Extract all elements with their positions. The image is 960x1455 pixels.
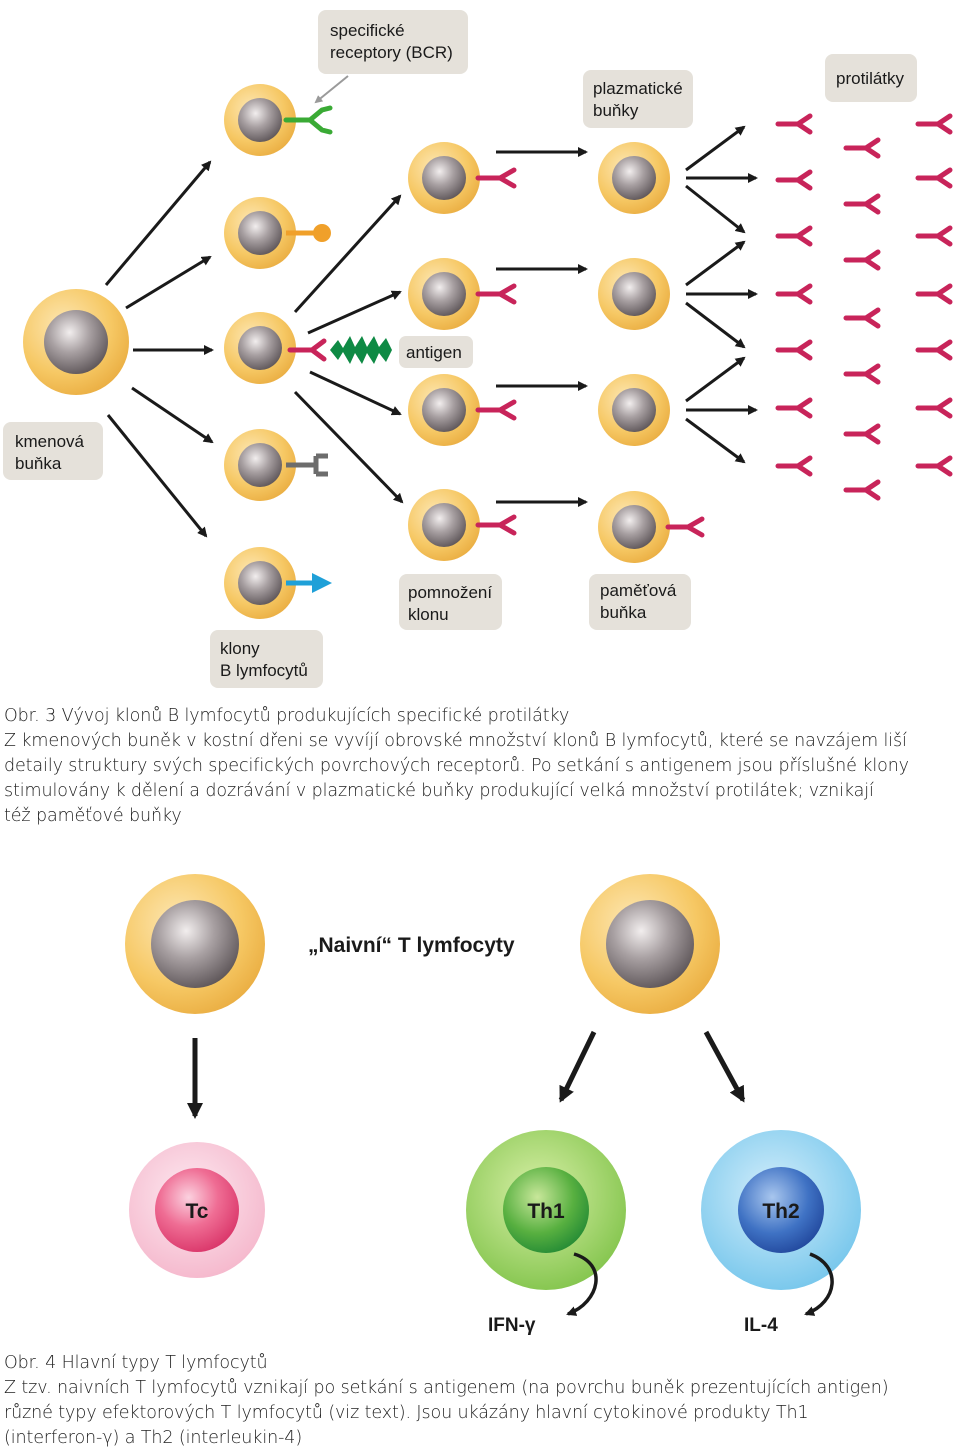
label-expansion: pomnožení klonu bbox=[399, 574, 502, 630]
figure-4-caption-title: Obr. 4 Hlavní typy T lymfocytů bbox=[4, 1353, 268, 1373]
label-antigen: antigen bbox=[399, 336, 473, 368]
figure-3-caption-title: Obr. 3 Vývoj klonů B lymfocytů produkují… bbox=[4, 706, 570, 726]
plasma-cells bbox=[598, 142, 670, 446]
activation-arrows bbox=[293, 194, 404, 504]
figure-3-caption-line: Z kmenových buněk v kostní dřeni se vyví… bbox=[4, 731, 907, 751]
figure-4-caption-line: Z tzv. naivních T lymfocytů vznikají po … bbox=[4, 1378, 889, 1398]
label-stem-cell: kmenová buňka bbox=[3, 422, 103, 480]
label-expansion-line2: klonu bbox=[408, 605, 449, 624]
label-bcr-line1: specifické bbox=[330, 21, 405, 40]
t-cell-arrows bbox=[187, 1030, 746, 1119]
figure-3-caption-line: detaily struktury svých specifických pov… bbox=[4, 756, 909, 776]
figure-4-caption-line: různé typy efektorových T lymfocytů (viz… bbox=[4, 1403, 809, 1423]
differentiation-arrows bbox=[496, 147, 588, 507]
figure-3-caption: Obr. 3 Vývoj klonů B lymfocytů produkují… bbox=[4, 704, 956, 829]
figure-4-caption: Obr. 4 Hlavní typy T lymfocytů Z tzv. na… bbox=[4, 1351, 956, 1451]
figure-4-caption-line: (interferon-γ) a Th2 (interleukin-4) bbox=[4, 1428, 303, 1448]
th2-cell: Th2 bbox=[701, 1130, 861, 1290]
label-bcr-line2: receptory (BCR) bbox=[330, 43, 453, 62]
label-memory-cell: paměťová buňka bbox=[589, 574, 691, 630]
clone-cell-green bbox=[224, 84, 333, 156]
tc-label: Tc bbox=[186, 1200, 209, 1223]
label-stem-line2: buňka bbox=[15, 454, 62, 473]
label-stem-line1: kmenová bbox=[15, 432, 85, 451]
label-clones-line2: B lymfocytů bbox=[220, 661, 308, 680]
ifn-gamma-label: IFN-γ bbox=[488, 1315, 536, 1336]
label-plasma-line1: plazmatické bbox=[593, 79, 683, 98]
label-bcr: specifické receptory (BCR) bbox=[318, 10, 468, 74]
figure-4-t-cell-types: „Naivní“ T lymfocyty Tc Th1 Th2 IFN-γ IL… bbox=[125, 874, 861, 1336]
antibodies-column-1 bbox=[778, 116, 810, 474]
cytokine-arrows bbox=[566, 1252, 834, 1316]
antibodies-column-3 bbox=[918, 116, 950, 474]
th1-cell: Th1 bbox=[466, 1130, 626, 1290]
antibodies-column-2 bbox=[846, 140, 878, 498]
label-expansion-line1: pomnožení bbox=[408, 583, 492, 602]
th2-label: Th2 bbox=[762, 1200, 799, 1223]
clone-cell-red bbox=[224, 312, 327, 384]
naive-t-cell-left bbox=[125, 874, 265, 1014]
figure-3-caption-line: též paměťové buňky bbox=[4, 806, 182, 826]
antigen-shape bbox=[330, 336, 392, 364]
stem-to-clone-arrows bbox=[104, 160, 214, 538]
label-antibodies: protilátky bbox=[825, 54, 917, 102]
tc-cell: Tc bbox=[129, 1142, 265, 1278]
stem-cell bbox=[23, 289, 129, 395]
label-plasma-cells: plazmatické buňky bbox=[583, 70, 693, 128]
naive-t-cells-title: „Naivní“ T lymfocyty bbox=[308, 934, 515, 957]
il4-label: IL-4 bbox=[744, 1315, 778, 1336]
clone-cell-orange bbox=[224, 197, 331, 269]
label-memory-line1: paměťová bbox=[600, 581, 677, 600]
expanded-clone-cells bbox=[408, 142, 517, 561]
bcr-pointer-arrow bbox=[314, 75, 349, 104]
memory-cell bbox=[598, 491, 705, 563]
clone-cell-blue bbox=[224, 547, 332, 619]
figure-3-caption-line: stimulovány k dělení a dozrávání v plazm… bbox=[4, 781, 874, 801]
naive-t-cell-right bbox=[580, 874, 720, 1014]
label-clones: klony B lymfocytů bbox=[210, 630, 323, 688]
label-antibodies-text: protilátky bbox=[836, 69, 905, 88]
th1-label: Th1 bbox=[527, 1200, 565, 1223]
label-memory-line2: buňka bbox=[600, 603, 647, 622]
label-antigen-text: antigen bbox=[406, 343, 462, 362]
clone-cell-gray bbox=[224, 429, 328, 501]
label-plasma-line2: buňky bbox=[593, 101, 639, 120]
figure-3-b-cell-clones: specifické receptory (BCR) plazmatické b… bbox=[3, 10, 950, 688]
secretion-arrows bbox=[685, 125, 758, 464]
label-clones-line1: klony bbox=[220, 639, 260, 658]
